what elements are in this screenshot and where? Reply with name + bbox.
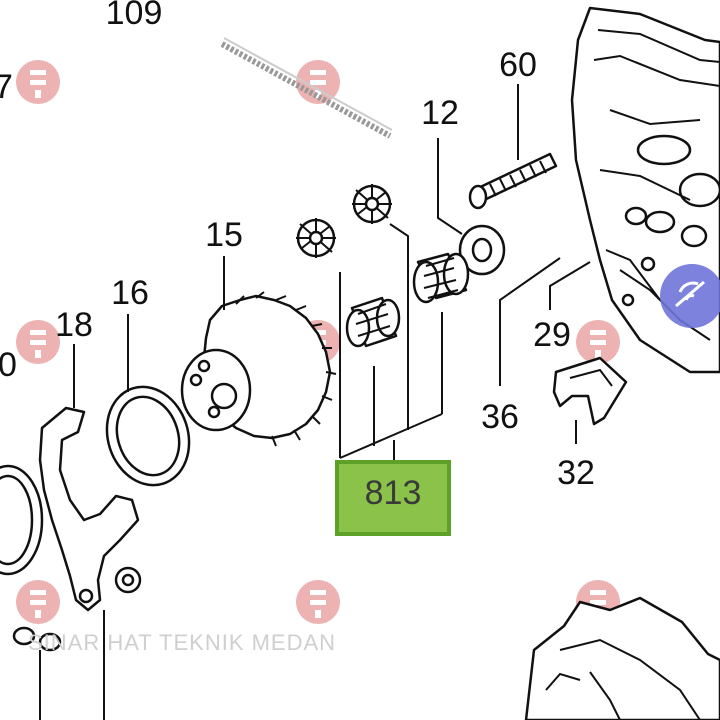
small-washers (12, 566, 142, 720)
part-number-29: 29 (533, 316, 571, 354)
part-number-32: 32 (557, 454, 595, 492)
highlight-813: 813 (335, 460, 451, 536)
bottom-bracket (524, 596, 720, 720)
pinion-gear-left (296, 218, 336, 258)
part-12-washer (437, 138, 506, 276)
part-number-16: 16 (111, 274, 149, 312)
part-number-7: 7 (0, 68, 13, 106)
watermark-logo-icon (576, 320, 620, 364)
needle-bearing-small (345, 296, 401, 348)
pinion-gear-right (352, 184, 392, 224)
part-number-labels: 109 60 12 15 16 18 0 7 29 36 32 (0, 0, 595, 492)
part-16-seal-ring (105, 314, 191, 487)
part-number-18: 18 (55, 306, 93, 344)
part-number-15: 15 (205, 216, 243, 254)
watermark-logo-icon (296, 580, 340, 624)
part-left-ring (0, 464, 44, 576)
part-18-lever (38, 344, 140, 612)
part-number-0: 0 (0, 346, 17, 384)
part-number-60: 60 (499, 46, 537, 84)
watermark-text: SINAR HAT TEKNIK MEDAN (28, 630, 336, 655)
part-109-rack (220, 37, 393, 139)
needle-bearing-large (412, 252, 470, 304)
part-15-gear (180, 256, 337, 447)
part-number-36: 36 (481, 398, 519, 436)
part-32-clip (552, 356, 628, 444)
watermark-logo-icon (16, 60, 60, 104)
part-60-screw (468, 84, 558, 210)
part-number-813: 813 (365, 474, 422, 512)
leaders-right (499, 257, 591, 386)
group-leader-813 (339, 223, 443, 462)
watermark-logo-icon (296, 60, 340, 104)
watermark-logo-icon (16, 320, 60, 364)
signal-icon (660, 264, 720, 328)
part-number-109: 109 (106, 0, 163, 32)
part-number-12: 12 (421, 94, 459, 132)
watermark-logo-icon (16, 580, 60, 624)
